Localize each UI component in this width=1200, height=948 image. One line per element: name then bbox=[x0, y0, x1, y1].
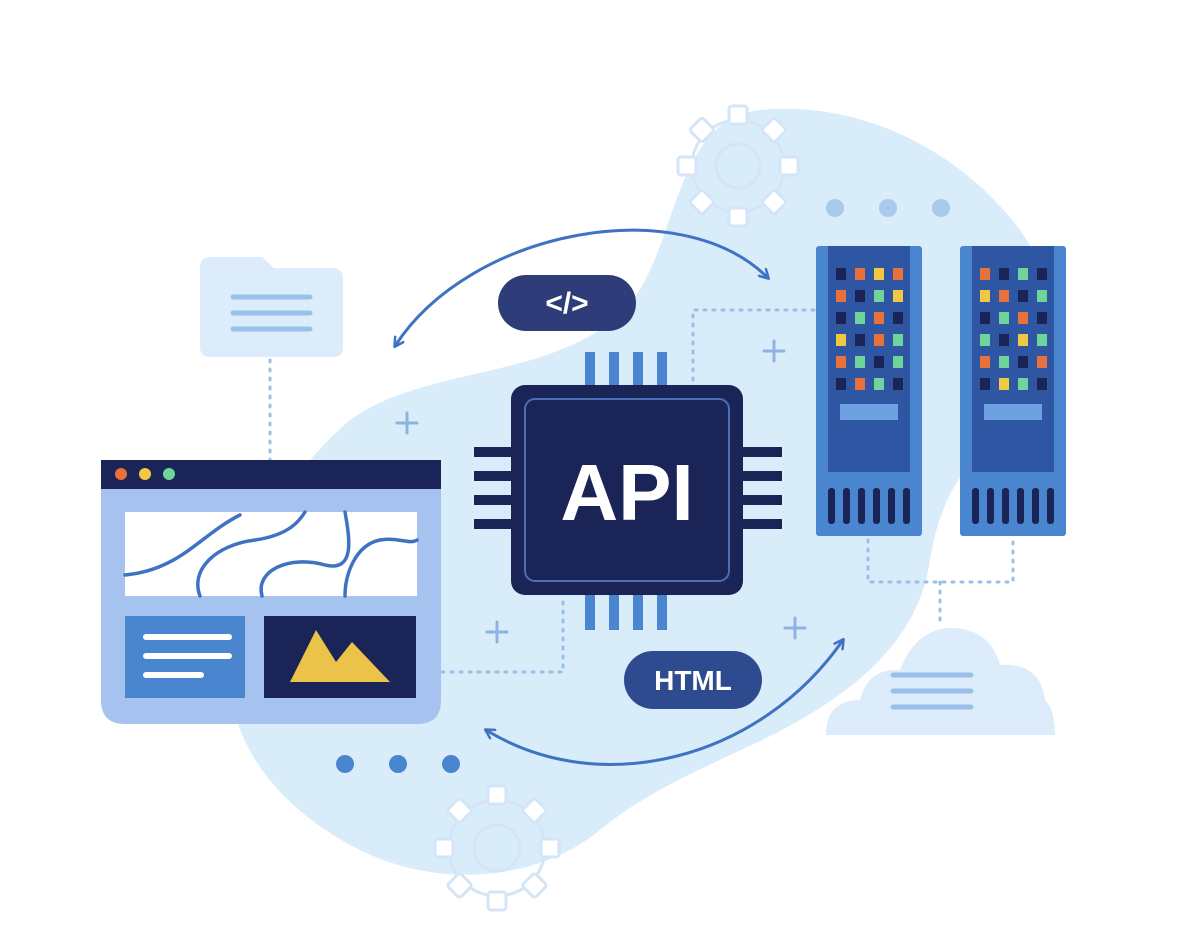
server-light bbox=[999, 356, 1009, 368]
gear-tooth bbox=[688, 189, 715, 216]
server-light bbox=[1018, 334, 1028, 346]
server-light bbox=[874, 378, 884, 390]
plus-icons bbox=[395, 339, 807, 644]
server-light bbox=[1018, 378, 1028, 390]
browser-window bbox=[101, 460, 441, 724]
server-light bbox=[1037, 334, 1047, 346]
server-light bbox=[893, 290, 903, 302]
server-light bbox=[980, 312, 990, 324]
gear-tooth bbox=[486, 890, 508, 912]
server-light bbox=[836, 378, 846, 390]
server-light bbox=[1037, 378, 1047, 390]
server-rack-1 bbox=[816, 246, 922, 536]
gear-tooth bbox=[761, 116, 788, 143]
arrow-bottom bbox=[486, 640, 843, 766]
gear-tooth bbox=[539, 837, 561, 859]
server-light bbox=[874, 334, 884, 346]
server-light bbox=[893, 312, 903, 324]
server-light bbox=[980, 290, 990, 302]
server-light bbox=[874, 356, 884, 368]
window-maximize-dot bbox=[163, 468, 175, 480]
server-light bbox=[1018, 356, 1028, 368]
server-light bbox=[836, 334, 846, 346]
server-light bbox=[980, 378, 990, 390]
server-light bbox=[836, 356, 846, 368]
server-light bbox=[893, 378, 903, 390]
server-lights-2 bbox=[980, 268, 1047, 390]
chip-pins bbox=[585, 352, 667, 630]
server-light bbox=[836, 290, 846, 302]
server-light bbox=[999, 312, 1009, 324]
server-light bbox=[855, 378, 865, 390]
server-light bbox=[999, 268, 1009, 280]
gear-tooth bbox=[676, 155, 698, 177]
gear-tooth bbox=[727, 104, 749, 126]
server-light bbox=[855, 290, 865, 302]
server-light bbox=[893, 268, 903, 280]
folder-icon bbox=[200, 257, 343, 357]
mountain-icon bbox=[290, 630, 390, 682]
gear-icon-bottom bbox=[433, 784, 561, 912]
server-light bbox=[855, 356, 865, 368]
gear-tooth bbox=[446, 872, 473, 899]
server-light bbox=[999, 378, 1009, 390]
connector-lines bbox=[268, 308, 1015, 674]
code-tag-label: </> bbox=[545, 287, 588, 320]
server-light bbox=[1037, 356, 1047, 368]
html-tag: HTML bbox=[624, 651, 762, 709]
server-light bbox=[999, 334, 1009, 346]
server-light bbox=[1018, 268, 1028, 280]
server-light bbox=[855, 312, 865, 324]
dots-bottom bbox=[336, 755, 460, 773]
server-light bbox=[874, 290, 884, 302]
server-light bbox=[1018, 290, 1028, 302]
server-light bbox=[836, 268, 846, 280]
server-light bbox=[874, 312, 884, 324]
api-chip: API bbox=[474, 352, 782, 630]
chip-label: API bbox=[560, 448, 693, 537]
server-lights-1 bbox=[836, 268, 903, 390]
gear-tooth bbox=[688, 116, 715, 143]
gear-icon-top bbox=[676, 104, 800, 228]
html-tag-label: HTML bbox=[654, 665, 732, 696]
server-light bbox=[980, 268, 990, 280]
server-light bbox=[1018, 312, 1028, 324]
gear-tooth bbox=[761, 189, 788, 216]
server-light bbox=[1037, 290, 1047, 302]
gear-tooth bbox=[521, 872, 548, 899]
window-minimize-dot bbox=[139, 468, 151, 480]
window-close-dot bbox=[115, 468, 127, 480]
server-light bbox=[836, 312, 846, 324]
server-light bbox=[874, 268, 884, 280]
server-light bbox=[893, 356, 903, 368]
server-light bbox=[855, 268, 865, 280]
arrow-top bbox=[395, 228, 768, 346]
cloud-icon bbox=[826, 628, 1055, 735]
server-light bbox=[855, 334, 865, 346]
server-light bbox=[1037, 268, 1047, 280]
server-light bbox=[999, 290, 1009, 302]
server-light bbox=[893, 334, 903, 346]
server-light bbox=[980, 334, 990, 346]
gear-tooth bbox=[778, 155, 800, 177]
map-panel bbox=[125, 512, 417, 596]
dots-top bbox=[826, 199, 950, 217]
code-tag: </> bbox=[498, 275, 636, 331]
server-light bbox=[980, 356, 990, 368]
server-rack-2 bbox=[960, 246, 1066, 536]
gear-tooth bbox=[486, 784, 508, 806]
gear-tooth bbox=[446, 797, 473, 824]
server-light bbox=[1037, 312, 1047, 324]
gear-tooth bbox=[727, 206, 749, 228]
gear-tooth bbox=[521, 797, 548, 824]
gear-tooth bbox=[433, 837, 455, 859]
